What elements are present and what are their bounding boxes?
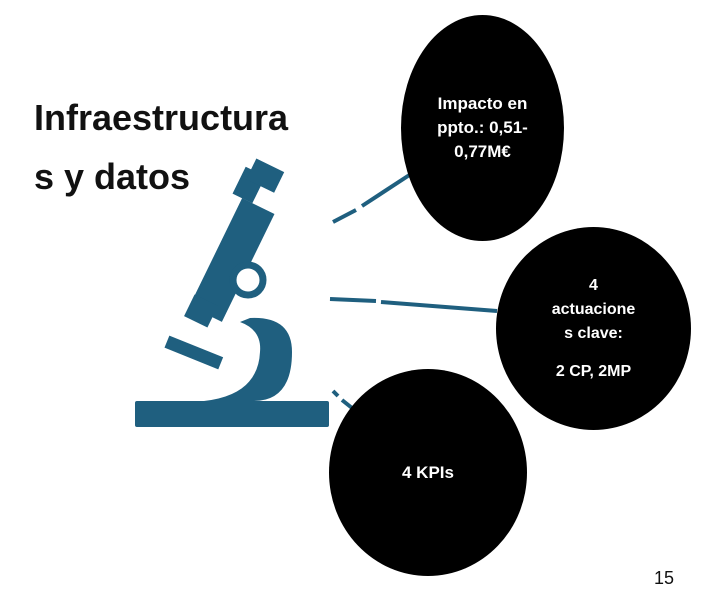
actions-line-4: 2 CP, 2MP — [555, 362, 632, 380]
microscope-base — [135, 401, 329, 427]
kpis-bubble: 4 KPIs — [329, 369, 527, 576]
actions-bubble: 4 actuacione s clave: 2 CP, 2MP — [496, 227, 691, 430]
microscope-objective — [184, 294, 218, 328]
impact-bubble: Impacto en ppto.: 0,51- 0,77M€ — [401, 15, 564, 241]
connector-actions-far — [380, 300, 498, 313]
connector-actions — [329, 297, 377, 303]
microscope-stage — [164, 335, 224, 370]
connector-impact-far — [360, 170, 416, 208]
connector-lines — [329, 170, 498, 410]
impact-line-3: 0,77M€ — [454, 142, 511, 161]
microscope-focus-knob — [229, 261, 267, 299]
microscope-eyepiece-cap — [246, 158, 285, 193]
microscope-tube — [189, 198, 275, 322]
impact-line-2: ppto.: 0,51- — [437, 118, 528, 137]
page-number: 15 — [654, 568, 675, 588]
kpis-label: 4 KPIs — [402, 462, 454, 482]
actions-line-2: actuacione — [551, 300, 636, 318]
actions-line-3: s clave: — [564, 324, 623, 342]
microscope-arm — [204, 317, 292, 402]
microscope-icon — [135, 158, 329, 427]
connector-kpis — [331, 389, 340, 398]
actions-line-1: 4 — [589, 276, 598, 294]
slide-title-line-2: s y datos — [34, 156, 191, 197]
slide-title-line-1: Infraestructura — [34, 97, 289, 138]
impact-line-1: Impacto en — [437, 94, 528, 113]
connector-impact — [332, 208, 357, 224]
slide-title: Infraestructura s y datos — [34, 88, 374, 206]
